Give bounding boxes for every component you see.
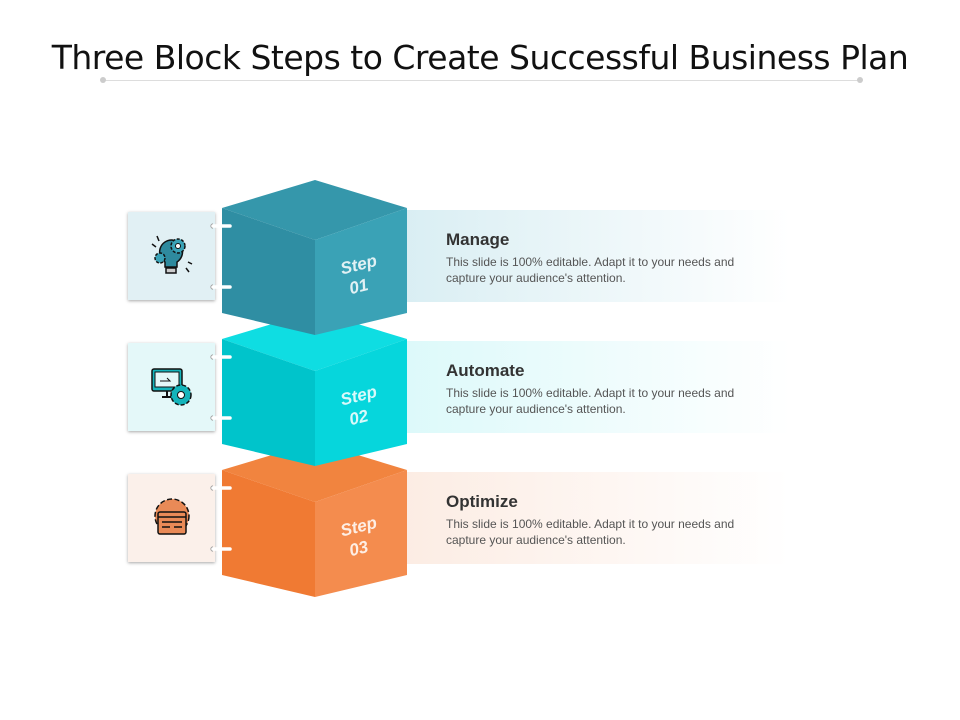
ring-icon <box>210 284 214 290</box>
block-left-face <box>222 208 315 335</box>
ring-icon <box>210 354 214 360</box>
ring-icon <box>210 415 214 421</box>
block-left-face <box>222 339 315 466</box>
divider <box>103 80 860 81</box>
divider-dot <box>100 77 106 83</box>
monitor-gear-icon <box>150 368 192 406</box>
block-right-face <box>315 339 407 466</box>
block-top-face <box>222 442 407 502</box>
block-left-face <box>222 470 315 597</box>
block-top-face <box>222 180 407 240</box>
step-2-bar <box>400 341 790 433</box>
ring-icon <box>210 223 214 229</box>
step-2-heading: Automate <box>446 361 525 380</box>
step-1-number: 01 <box>347 275 370 298</box>
step-3-bar <box>400 472 790 564</box>
ring-icon <box>210 546 214 552</box>
lightbulb-gears-icon <box>151 235 192 274</box>
step-2-number: 02 <box>347 406 370 429</box>
gear-webpage-icon <box>153 498 190 535</box>
block-right-face <box>315 470 407 597</box>
step-3-icon-box <box>128 474 215 562</box>
step-1-description: This slide is 100% editable. Adapt it to… <box>446 255 735 285</box>
step-2-description: This slide is 100% editable. Adapt it to… <box>446 386 735 416</box>
step-2-icon-box <box>128 343 215 431</box>
step-1-heading: Manage <box>446 230 510 249</box>
block-top-face <box>222 311 407 371</box>
divider-dot <box>857 77 863 83</box>
page-title: Three Block Steps to Create Successful B… <box>51 38 909 77</box>
ring-icon <box>210 485 214 491</box>
step-1-icon-box <box>128 212 215 300</box>
step-3-number: 03 <box>347 537 370 560</box>
step-3-description: This slide is 100% editable. Adapt it to… <box>446 517 735 547</box>
step-1-bar <box>400 210 790 302</box>
step-3-heading: Optimize <box>446 492 518 511</box>
block-right-face <box>315 208 407 335</box>
